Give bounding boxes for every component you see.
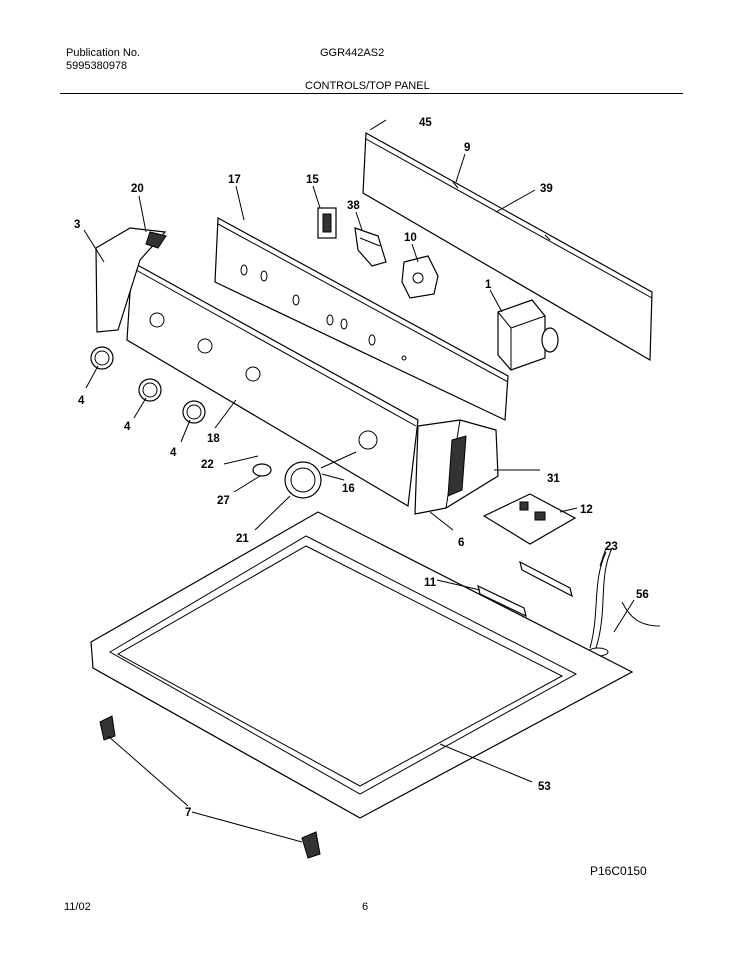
callout-10: 10	[404, 232, 417, 244]
leader-lines	[83, 119, 635, 843]
end-cap-right	[414, 419, 499, 515]
revision-date: 11/02	[64, 901, 91, 913]
callout-16: 16	[342, 483, 355, 495]
back-panel	[362, 132, 653, 362]
callout-12: 12	[580, 504, 593, 516]
knobs	[90, 346, 206, 424]
console-frame	[214, 217, 509, 421]
header-rule	[60, 93, 683, 94]
top-panel	[90, 511, 634, 819]
publication-number: 5995380978	[66, 60, 128, 72]
section-title: CONTROLS/TOP PANEL	[305, 80, 430, 92]
callout-31: 31	[547, 473, 560, 485]
bracket-part	[354, 227, 387, 267]
timer-part	[497, 299, 559, 371]
knob-indicator	[252, 463, 272, 477]
switch-part	[317, 207, 337, 239]
callout-38: 38	[347, 200, 360, 212]
hinge-front	[99, 715, 116, 741]
control-console	[126, 261, 419, 507]
callout-39: 39	[540, 183, 553, 195]
end-cap-left	[95, 227, 167, 333]
model-number: GGR442AS2	[320, 47, 385, 59]
callout-7: 7	[185, 807, 191, 819]
callout-3: 3	[74, 219, 80, 231]
callout-1: 1	[485, 279, 492, 291]
callout-4-b: 4	[124, 421, 131, 433]
board-brackets	[477, 560, 573, 618]
publication-label: Publication No.	[66, 47, 140, 59]
page-number: 6	[362, 901, 369, 913]
callout-21: 21	[236, 533, 249, 545]
control-board	[482, 493, 577, 545]
timer-knob	[284, 451, 357, 499]
selector-switch-part	[401, 255, 439, 299]
callout-4-c: 4	[170, 447, 177, 459]
callout-11: 11	[424, 577, 437, 589]
callout-17: 17	[228, 174, 241, 186]
callout-18: 18	[207, 433, 220, 445]
callout-labels: 45 9 39 20 17 15 38 10 3 1 4 4 4 18 22 2…	[74, 117, 649, 819]
callout-6: 6	[458, 537, 464, 549]
figure-code: P16C0150	[590, 864, 647, 878]
callout-53: 53	[538, 781, 551, 793]
callout-27: 27	[217, 495, 230, 507]
callout-20: 20	[131, 183, 144, 195]
callout-56: 56	[636, 589, 649, 601]
callout-22: 22	[201, 459, 214, 471]
hinge-rear	[301, 831, 321, 859]
callout-45: 45	[419, 117, 432, 129]
callout-15: 15	[306, 174, 319, 186]
callout-4-a: 4	[78, 395, 85, 407]
callout-23: 23	[605, 541, 618, 553]
callout-9: 9	[464, 142, 470, 154]
wire-harness	[587, 547, 661, 657]
